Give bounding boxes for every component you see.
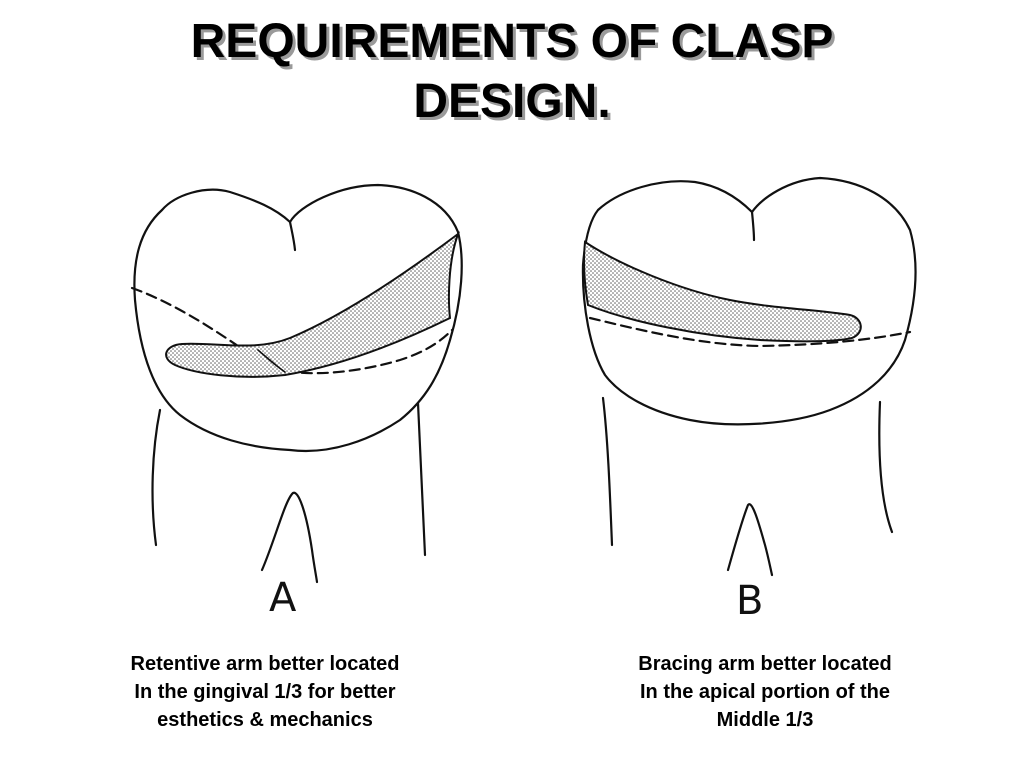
tooth-b-crown-outline bbox=[581, 176, 917, 426]
tooth-b-occlusal-groove bbox=[750, 210, 756, 242]
tooth-b-root-right bbox=[878, 400, 894, 534]
tooth-a: A bbox=[130, 183, 463, 621]
tooth-a-occlusal-groove bbox=[288, 220, 297, 252]
caption-a: Retentive arm better located In the ging… bbox=[80, 650, 450, 734]
caption-a-line-1: Retentive arm better located bbox=[130, 653, 400, 675]
tooth-a-root-right bbox=[416, 401, 427, 557]
caption-b-line-1: Bracing arm better located bbox=[638, 653, 892, 675]
title-line-1: REQUIREMENTS OF CLASP bbox=[190, 15, 834, 68]
tooth-a-retentive-arm bbox=[165, 231, 461, 378]
tooth-b-height-of-contour bbox=[588, 316, 912, 348]
caption-b-line-2: In the apical portion of the bbox=[640, 681, 890, 703]
tooth-a-root-left bbox=[151, 408, 162, 547]
tooth-a-furcation bbox=[260, 491, 319, 584]
figure-b-label: B bbox=[736, 578, 763, 624]
tooth-b: B bbox=[581, 176, 917, 624]
slide-title: REQUIREMENTS OF CLASP DESIGN. bbox=[0, 12, 1024, 132]
caption-b-line-3: Middle 1/3 bbox=[716, 709, 814, 731]
caption-a-line-3: esthetics & mechanics bbox=[157, 709, 373, 731]
title-line-2: DESIGN. bbox=[413, 75, 611, 128]
tooth-b-bracing-arm bbox=[583, 240, 862, 343]
tooth-a-arm-inner-line bbox=[257, 349, 286, 373]
caption-b: Bracing arm better located In the apical… bbox=[580, 650, 950, 734]
tooth-b-furcation bbox=[726, 503, 774, 577]
caption-a-line-2: In the gingival 1/3 for better bbox=[134, 681, 396, 703]
tooth-b-root-left bbox=[601, 396, 614, 547]
clasp-diagram: A B bbox=[130, 176, 917, 624]
figure-a-label: A bbox=[269, 575, 297, 621]
